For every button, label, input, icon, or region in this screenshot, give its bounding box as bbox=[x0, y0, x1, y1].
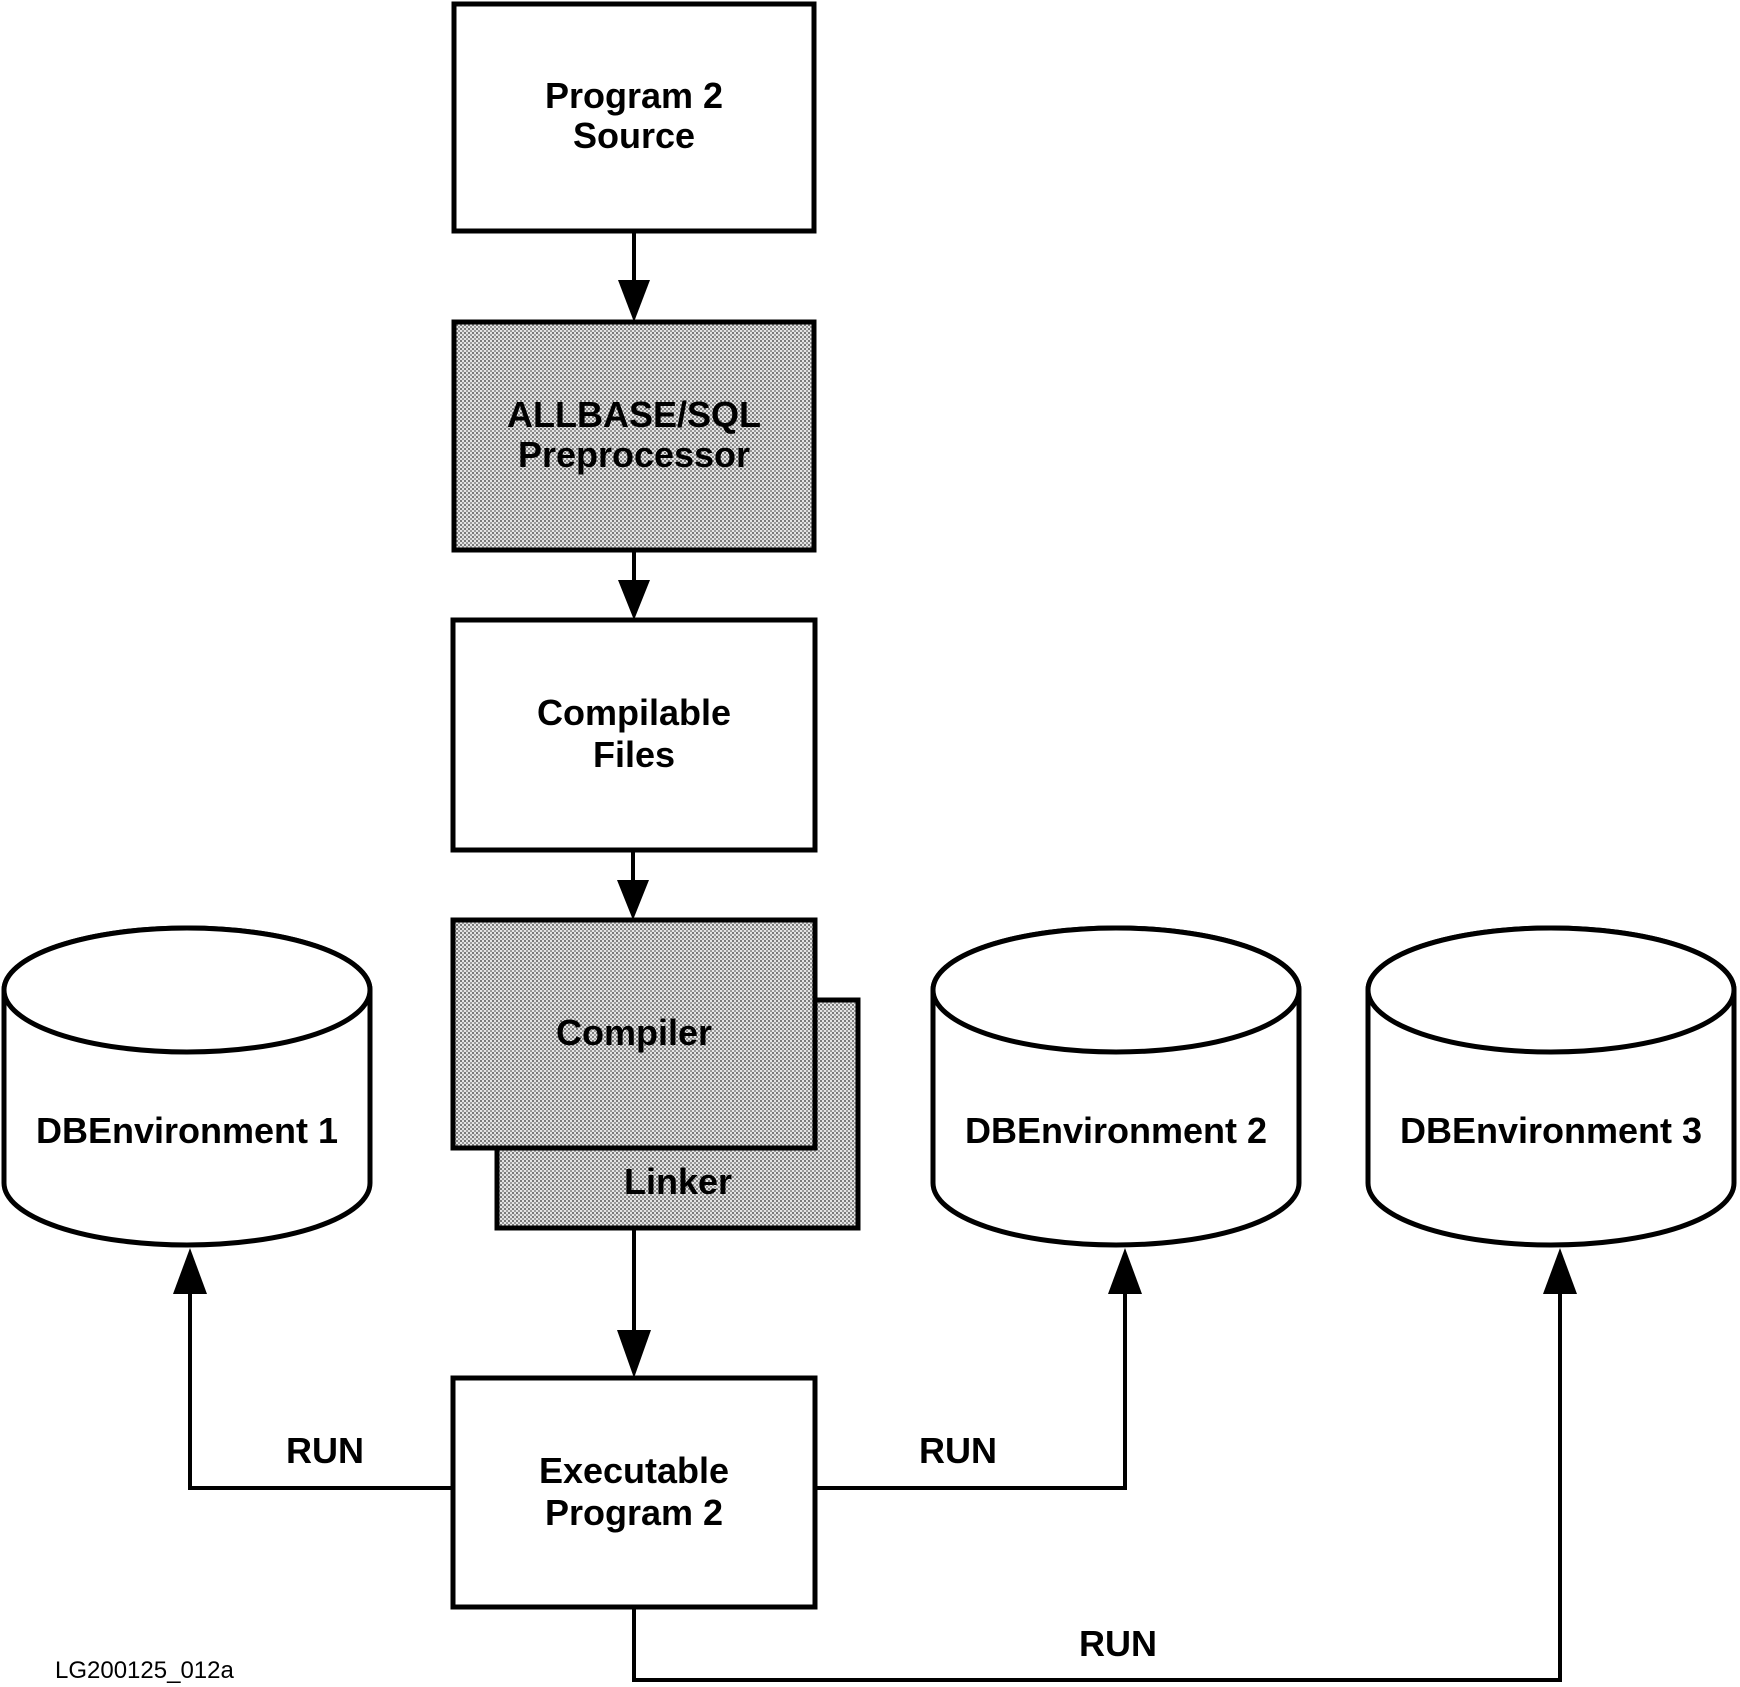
figure-id: LG200125_012a bbox=[55, 1657, 234, 1684]
node-program-source-line1: Program 2 bbox=[545, 75, 723, 116]
node-program-source: Program 2 Source bbox=[451, 1, 817, 234]
arrow-preprocessor-to-compilable bbox=[618, 550, 650, 620]
node-compiler: Compiler bbox=[450, 917, 818, 1151]
edge-run-db1-label: RUN bbox=[286, 1430, 364, 1471]
arrow-linker-to-executable bbox=[617, 1228, 651, 1378]
edge-run-db1: RUN bbox=[173, 1248, 453, 1490]
node-dbenvironment-1-label: DBEnvironment 1 bbox=[36, 1110, 338, 1151]
node-dbenvironment-1: DBEnvironment 1 bbox=[1, 925, 373, 1248]
node-dbenvironment-2-label: DBEnvironment 2 bbox=[965, 1110, 1267, 1151]
node-program-source-line2: Source bbox=[573, 115, 695, 156]
node-preprocessor-line1: ALLBASE/SQL bbox=[507, 394, 761, 435]
node-compilable-files-line1: Compilable bbox=[537, 692, 731, 733]
node-executable-program-line1: Executable bbox=[539, 1450, 729, 1491]
edge-run-db3: RUN bbox=[632, 1248, 1577, 1682]
edge-run-db3-label: RUN bbox=[1079, 1623, 1157, 1664]
node-preprocessor: ALLBASE/SQL Preprocessor bbox=[451, 319, 817, 553]
arrow-compilable-to-compiler bbox=[617, 850, 649, 920]
node-compilable-files-line2: Files bbox=[593, 734, 675, 775]
node-dbenvironment-2: DBEnvironment 2 bbox=[930, 925, 1302, 1248]
node-compilable-files: Compilable Files bbox=[450, 617, 818, 853]
node-dbenvironment-3: DBEnvironment 3 bbox=[1365, 925, 1737, 1248]
node-linker-label: Linker bbox=[624, 1161, 732, 1202]
node-dbenvironment-3-label: DBEnvironment 3 bbox=[1400, 1110, 1702, 1151]
node-executable-program-line2: Program 2 bbox=[545, 1492, 723, 1533]
arrow-source-to-preprocessor bbox=[618, 231, 650, 322]
edge-run-db2: RUN bbox=[815, 1248, 1142, 1490]
edge-run-db2-label: RUN bbox=[919, 1430, 997, 1471]
node-executable-program: Executable Program 2 bbox=[450, 1375, 818, 1610]
node-compiler-label: Compiler bbox=[556, 1012, 712, 1053]
node-preprocessor-line2: Preprocessor bbox=[518, 434, 750, 475]
